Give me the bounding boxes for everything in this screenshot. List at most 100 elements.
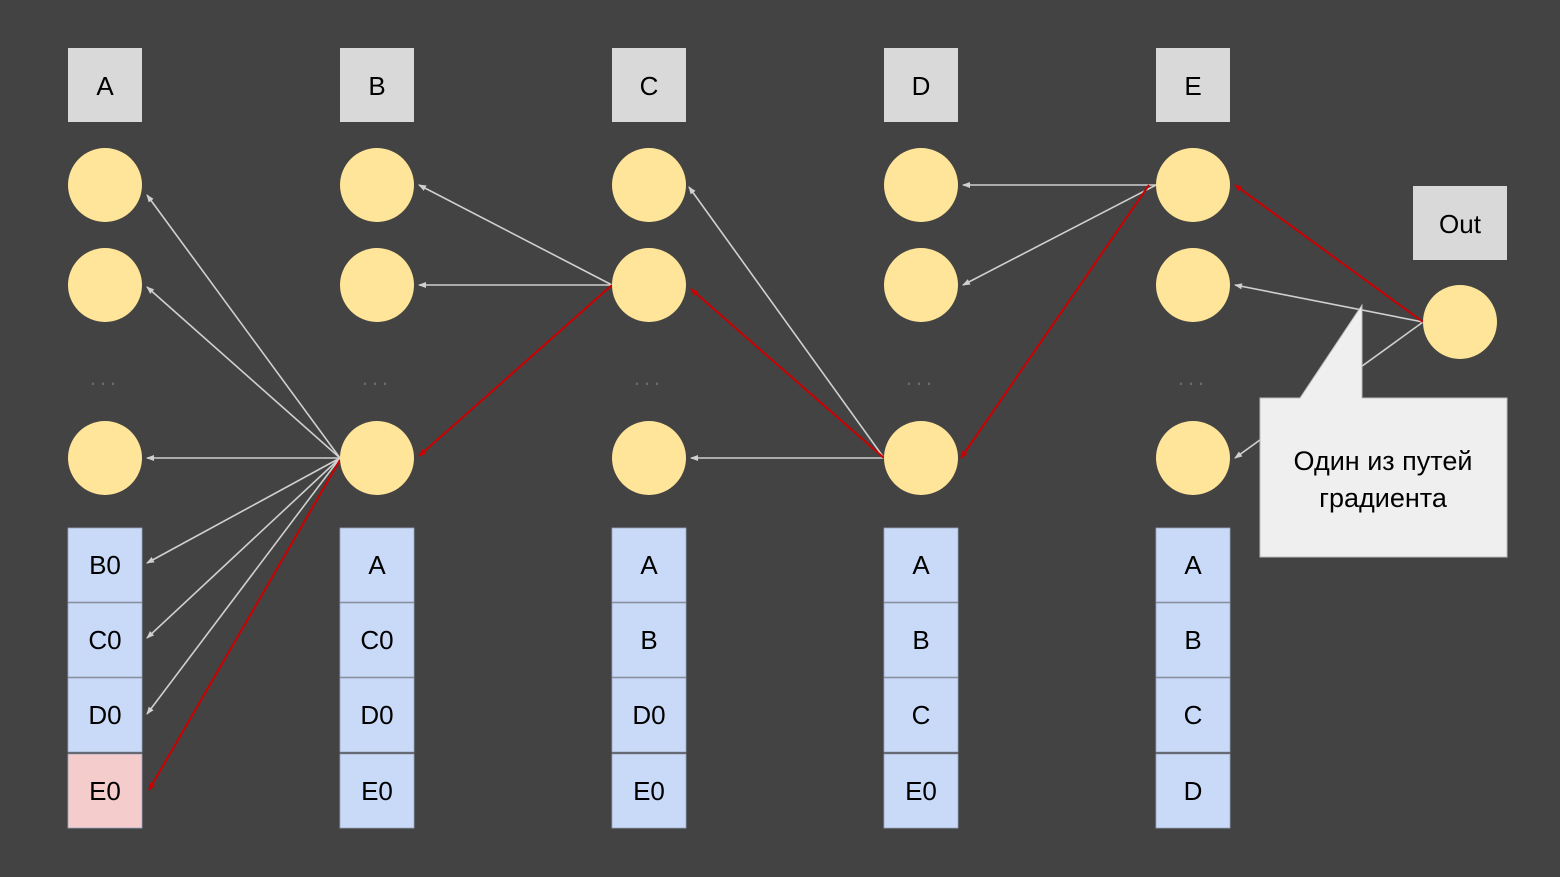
callout-layer: Один из путей градиента (1259, 303, 1508, 558)
neuron-ellipsis: ... (90, 365, 120, 390)
column-header-label: E (1184, 71, 1201, 101)
input-cell-label: C0 (360, 625, 393, 655)
gradient-edge-c2-b3 (418, 284, 613, 457)
callout-bubble (1259, 303, 1508, 558)
nodes-layer: A...B0C0D0E0B...AC0D0E0C...ABD0E0D...ABC… (67, 48, 1507, 829)
input-cell-highlighted (67, 753, 143, 829)
edge-b3-cell-b0 (146, 457, 341, 564)
input-cell (339, 527, 415, 603)
input-cell (883, 753, 959, 829)
neuron-a-1 (68, 148, 142, 222)
input-cell-label: E0 (905, 776, 937, 806)
neuron-e-2 (1156, 248, 1230, 322)
neuron-c-3 (612, 421, 686, 495)
column-header-label: B (368, 71, 385, 101)
edge-b3-a1 (146, 194, 341, 459)
neuron-e-3 (1156, 421, 1230, 495)
edge-b3-cell-c0 (146, 457, 341, 639)
input-cell-label: B (640, 625, 657, 655)
header-box-b (340, 48, 414, 122)
column-e: E... A B C D (1155, 48, 1231, 829)
input-cell-label: B (912, 625, 929, 655)
header-box-d (884, 48, 958, 122)
gradient-edge-out-e1 (1234, 184, 1424, 323)
input-cell-label: E0 (633, 776, 665, 806)
neuron-a-2 (68, 248, 142, 322)
header-box-a (68, 48, 142, 122)
column-header-label: C (640, 71, 659, 101)
callout-text-line: Один из путей (1294, 446, 1473, 476)
neuron-c-1 (612, 148, 686, 222)
neuron-b-3 (340, 421, 414, 495)
gradient-edge-e1-d3 (960, 184, 1150, 459)
header-box-e (1156, 48, 1230, 122)
input-cell (883, 527, 959, 603)
input-cell (339, 602, 415, 678)
input-cell-label: D0 (88, 700, 121, 730)
neuron-ellipsis: ... (906, 365, 936, 390)
edge-out-e2 (1234, 283, 1424, 323)
output-header-box (1413, 186, 1507, 260)
input-cell (339, 677, 415, 753)
input-cell (67, 602, 143, 678)
neuron-d-1 (884, 148, 958, 222)
neuron-ellipsis: ... (1178, 365, 1208, 390)
input-cell-label: A (912, 550, 930, 580)
input-cell (339, 753, 415, 829)
edge-e1-d2 (962, 184, 1157, 286)
input-cell (1155, 527, 1231, 603)
input-cell-label: C (912, 700, 931, 730)
input-cell (1155, 602, 1231, 678)
input-cell (611, 527, 687, 603)
column-d: D... A B C E0 (883, 48, 959, 829)
input-cell (1155, 753, 1231, 829)
input-cell (1155, 677, 1231, 753)
neuron-a-3 (68, 421, 142, 495)
edge-c2-b1 (418, 184, 613, 286)
column-header-label: A (96, 71, 114, 101)
input-cell (611, 677, 687, 753)
gradient-edge-b3-cell-e0 (148, 459, 341, 791)
output-neuron (1423, 285, 1497, 359)
input-cell-label: A (368, 550, 386, 580)
input-cell (883, 602, 959, 678)
input-cell-label: E0 (361, 776, 393, 806)
input-cell-label: B (1184, 625, 1201, 655)
input-cell-label: C (1184, 700, 1203, 730)
input-cell (611, 753, 687, 829)
output-header-label: Out (1439, 209, 1482, 239)
input-cell (611, 602, 687, 678)
input-cell-label: A (1184, 550, 1202, 580)
edges-layer (146, 182, 1424, 791)
input-cell-label: A (640, 550, 658, 580)
output-group: Out (1413, 186, 1507, 359)
input-cell-label: D0 (360, 700, 393, 730)
neuron-ellipsis: ... (362, 365, 392, 390)
neuron-d-2 (884, 248, 958, 322)
input-cell-label: C0 (88, 625, 121, 655)
neuron-b-2 (340, 248, 414, 322)
neuron-c-2 (612, 248, 686, 322)
header-box-c (612, 48, 686, 122)
neuron-e-1 (1156, 148, 1230, 222)
callout-text-line: градиента (1319, 483, 1448, 513)
neuron-b-1 (340, 148, 414, 222)
gradient-edge-d3-c2 (690, 288, 885, 459)
input-cell (883, 677, 959, 753)
edge-d3-c1 (688, 186, 885, 459)
neuron-ellipsis: ... (634, 365, 664, 390)
edge-b3-a2 (146, 286, 341, 459)
edge-b3-cell-d0 (146, 457, 341, 715)
neuron-d-3 (884, 421, 958, 495)
input-cell-label: B0 (89, 550, 121, 580)
input-cell-label: D (1184, 776, 1203, 806)
input-cell-label: E0 (89, 776, 121, 806)
input-cell (67, 527, 143, 603)
input-cell (67, 677, 143, 753)
column-header-label: D (912, 71, 931, 101)
